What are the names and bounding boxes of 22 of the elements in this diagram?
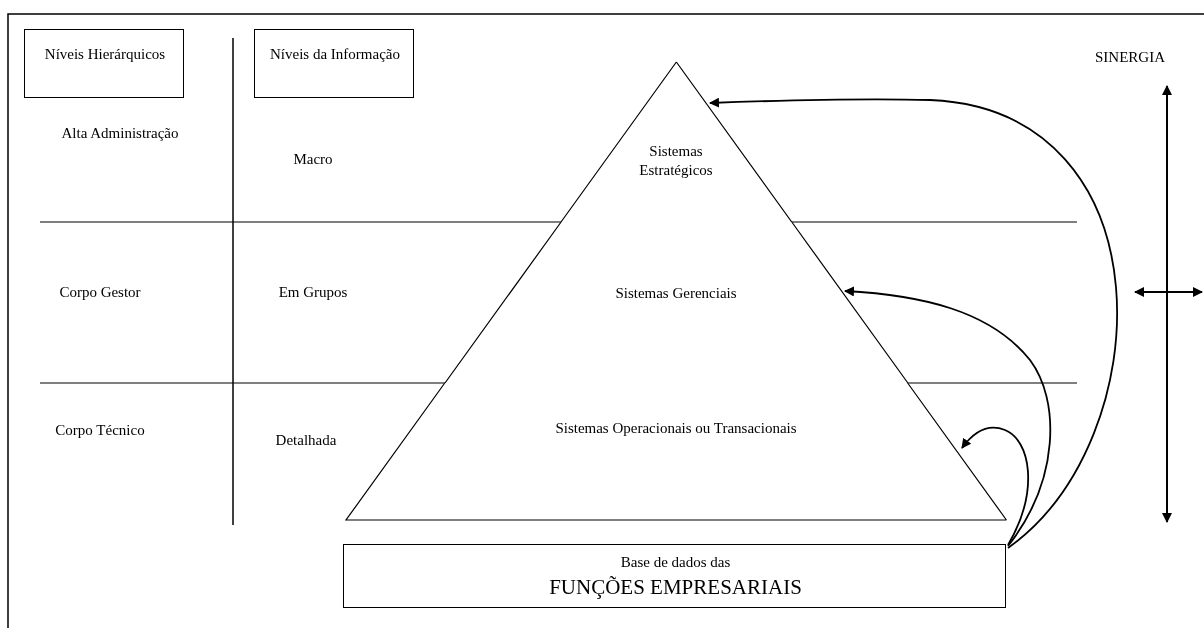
arrow <box>709 97 1118 549</box>
node-text: Níveis Hierárquicos <box>43 45 167 64</box>
node-text: Níveis da Informação <box>269 45 401 64</box>
text-label: Macro <box>292 150 334 169</box>
text-label: Corpo Técnico <box>54 421 146 440</box>
node-text: Sistemas Gerenciais <box>614 284 738 303</box>
header-box <box>24 29 184 98</box>
arrow <box>961 426 1029 546</box>
node-text: Sistemas Estratégicos <box>638 142 714 180</box>
pyramid-top-section <box>560 62 792 222</box>
database-box <box>343 544 1006 608</box>
text-label: Alta Administração <box>60 124 180 143</box>
pyramid-base-band <box>345 383 1007 520</box>
text-label: Em Grupos <box>277 283 349 302</box>
arrow <box>844 286 1052 547</box>
text-label: SINERGIA <box>1094 48 1166 67</box>
node-text: FUNÇÕES EMPRESARIAIS <box>548 574 803 600</box>
text-label: Corpo Gestor <box>58 283 142 302</box>
text-label: Detalhada <box>274 431 338 450</box>
node-text: Base de dados das <box>619 553 732 572</box>
header-box <box>254 29 414 98</box>
node-text: Sistemas Operacionais ou Transacionais <box>554 419 798 438</box>
